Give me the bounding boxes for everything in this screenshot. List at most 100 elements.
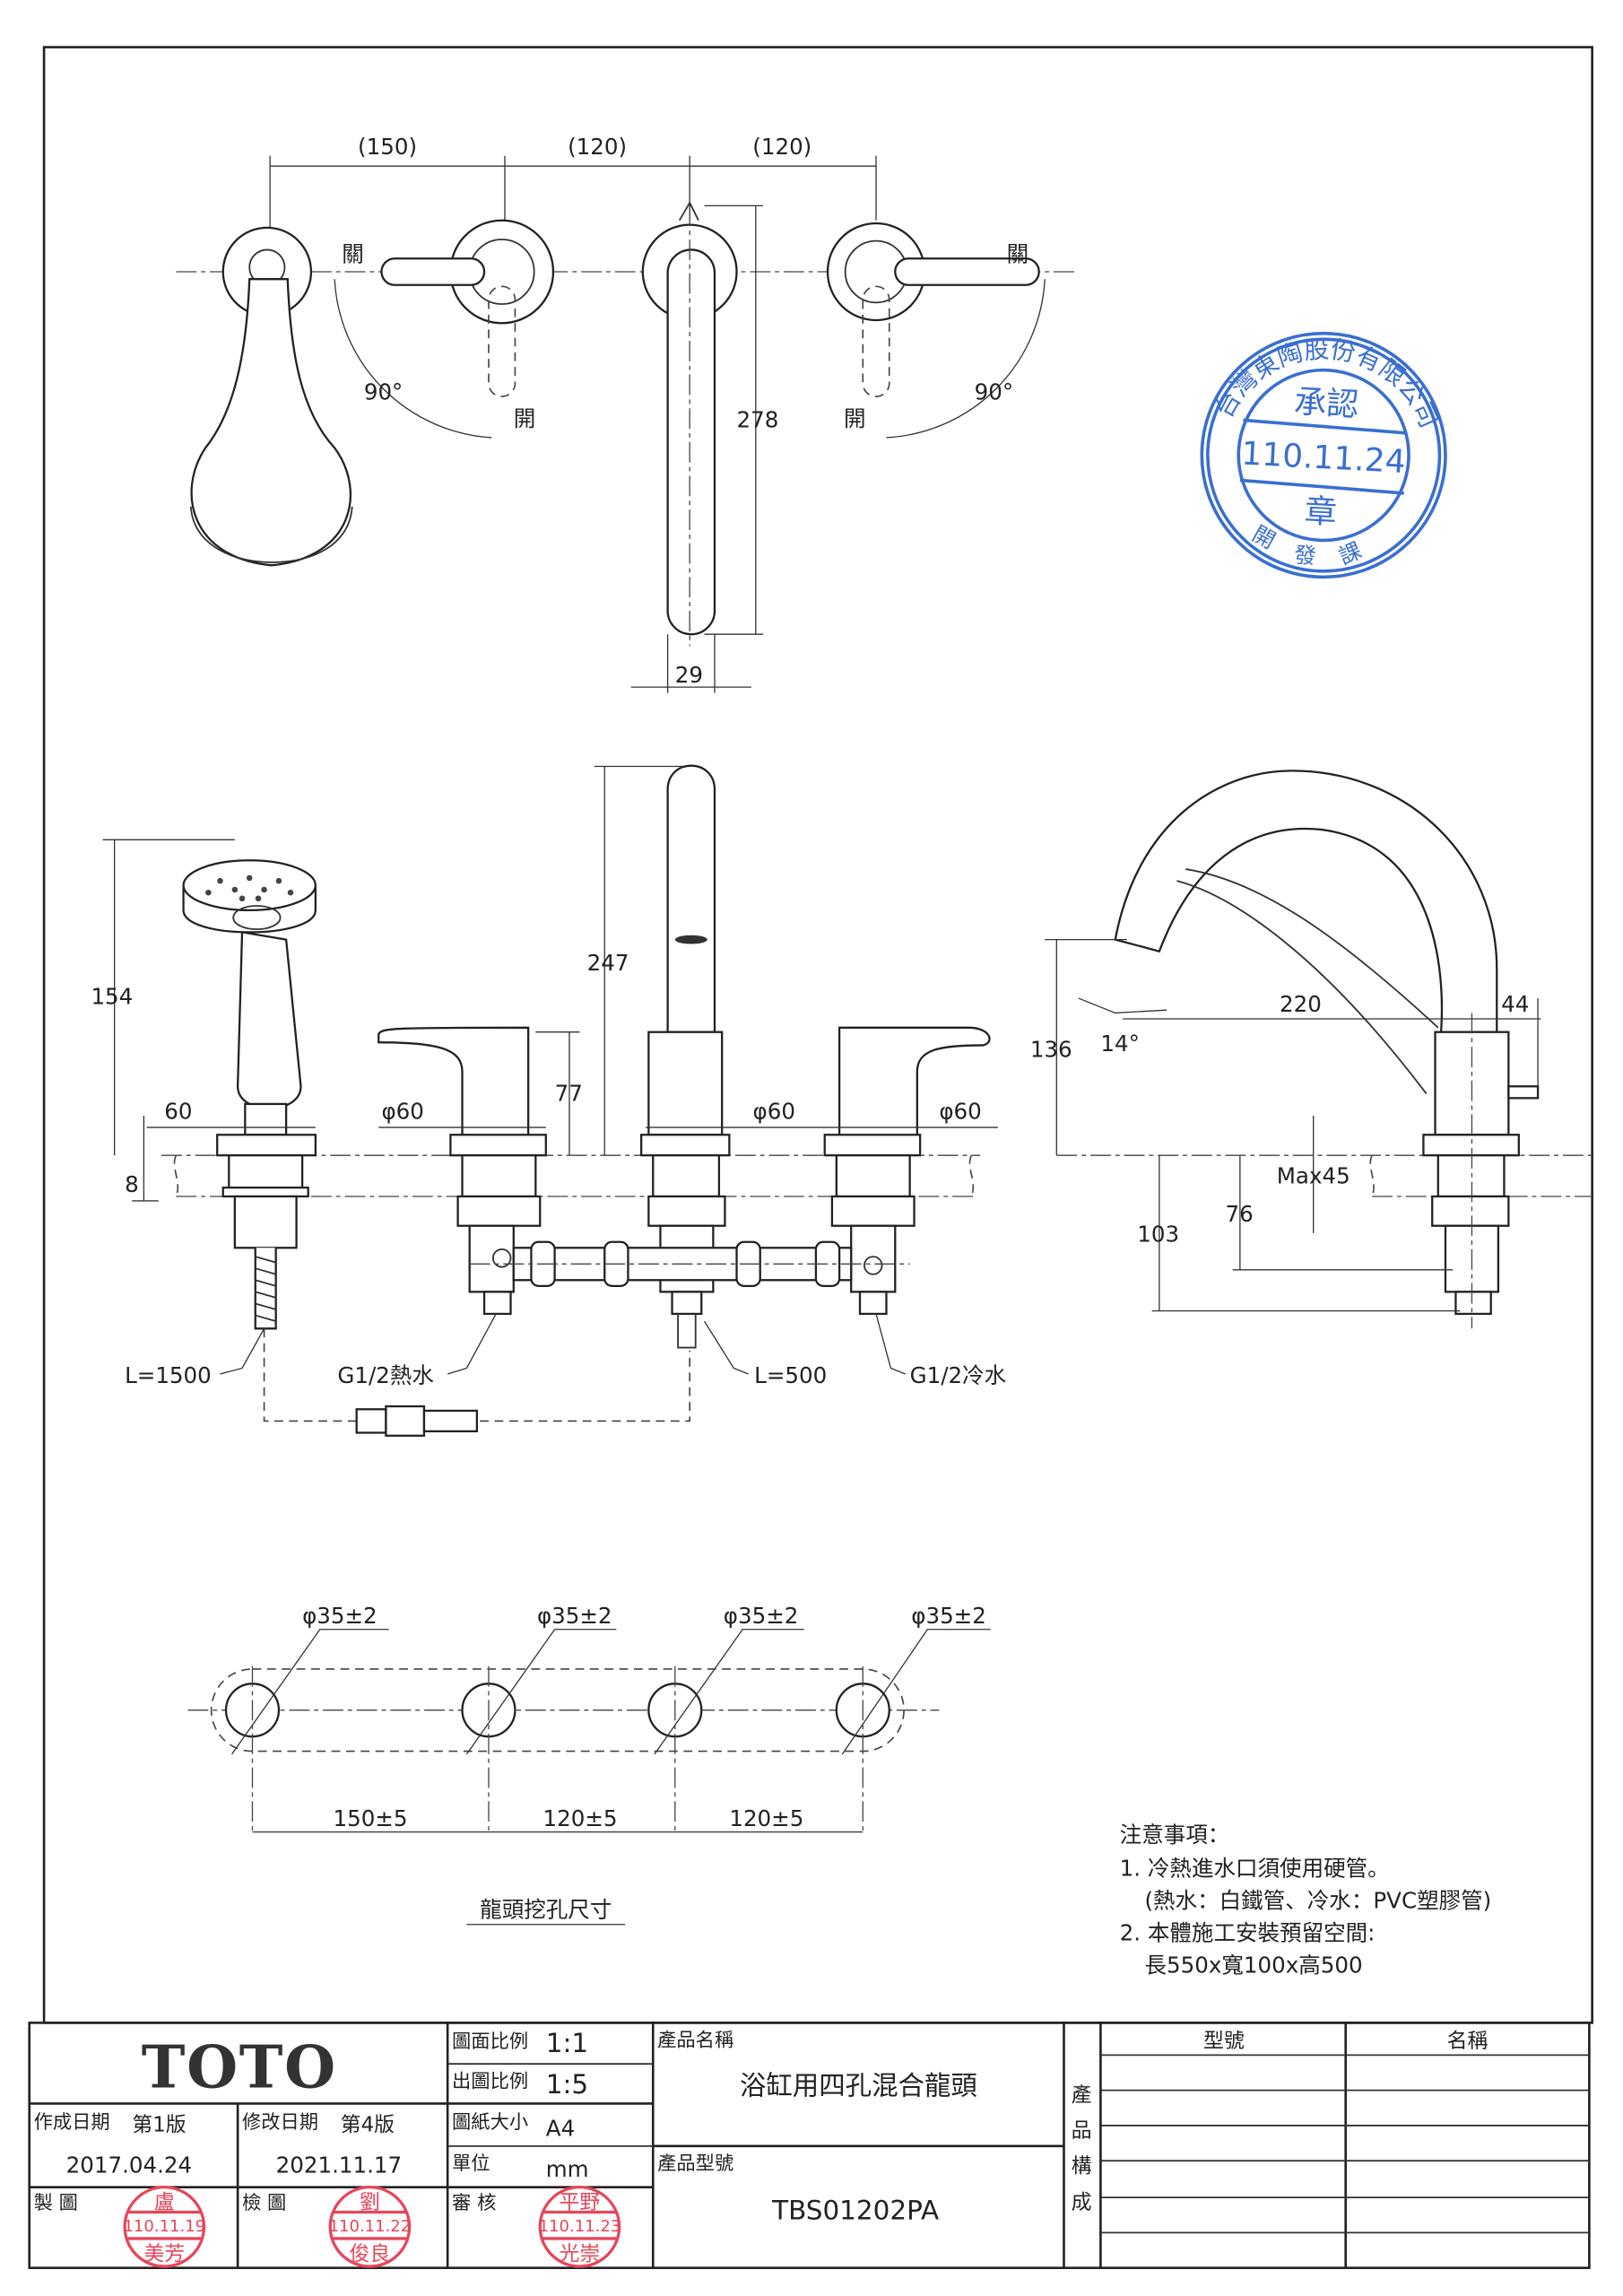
dim-side-max45: Max45 <box>1277 1162 1350 1188</box>
stamp-approved: 平野 110.11.23 光崇 <box>538 2186 621 2268</box>
hole-spacing-1: 150±5 <box>333 1805 407 1831</box>
scale-value: 1:1 <box>546 2028 588 2058</box>
label-angle-left: 90° <box>364 378 403 404</box>
revised-edition: 第4版 <box>341 2113 395 2136</box>
stamp-drawn-date: 110.11.19 <box>123 2217 205 2236</box>
dim-side-76: 76 <box>1226 1201 1254 1227</box>
label-hot-inlet: G1/2熱水 <box>337 1362 434 1388</box>
product-model-label: 產品型號 <box>657 2152 733 2175</box>
stamp-drawn-surname: 盧 <box>154 2191 175 2214</box>
created-date: 2017.04.24 <box>66 2152 192 2178</box>
hole-dia-4: φ35±2 <box>911 1603 986 1629</box>
composition-label-4: 成 <box>1072 2191 1092 2214</box>
composition-label-1: 產 <box>1072 2084 1092 2108</box>
approved-label: 審 核 <box>452 2192 496 2214</box>
hose-connector <box>355 1405 479 1437</box>
dim-top-150: (150) <box>358 134 417 160</box>
label-open-right: 開 <box>844 405 866 431</box>
hole-dia-2: φ35±2 <box>537 1603 612 1629</box>
print-scale-value: 1:5 <box>546 2069 588 2100</box>
revised-date: 2021.11.17 <box>276 2152 402 2178</box>
product-model: TBS01202PA <box>771 2196 939 2226</box>
stamp-approved: 承認 <box>1293 384 1359 424</box>
dim-side-103: 103 <box>1137 1222 1179 1248</box>
hole-spacing-3: 120±5 <box>729 1805 803 1831</box>
manifold-pipes <box>469 1240 910 1287</box>
dim-side-44: 44 <box>1501 991 1529 1017</box>
right-handle-front <box>823 1026 991 1316</box>
dim-handle-77: 77 <box>555 1081 583 1107</box>
stamp-checked-surname: 劉 <box>360 2191 380 2214</box>
label-hose-1500: L=1500 <box>125 1362 212 1388</box>
scale-label: 圖面比例 <box>452 2031 528 2053</box>
created-edition: 第1版 <box>132 2113 186 2136</box>
stamp-checked-date: 110.11.22 <box>329 2217 412 2236</box>
left-handle-top: 關 開 90° <box>334 219 555 439</box>
title-block: TOTO 圖面比例 1:1 出圖比例 1:5 圖紙大小 A4 單位 mm 審 核… <box>28 2022 1591 2269</box>
stamp-approved-name: 光崇 <box>560 2242 601 2266</box>
dim-side-220: 220 <box>1280 991 1322 1017</box>
revised-label: 修改日期 <box>242 2111 318 2134</box>
dim-side-angle: 14° <box>1100 1031 1139 1057</box>
product-name: 浴缸用四孔混合龍頭 <box>740 2071 977 2101</box>
dim-dia-right: φ60 <box>939 1098 981 1124</box>
stamp-approved-surname: 平野 <box>560 2191 601 2214</box>
left-handle-front <box>378 1026 547 1316</box>
composition-header-name: 名稱 <box>1447 2030 1488 2053</box>
dim-dia-left: φ60 <box>381 1098 423 1124</box>
hand-shower-front <box>182 859 317 1330</box>
hole-spacing-2: 120±5 <box>543 1805 618 1831</box>
label-close-left: 關 <box>342 241 364 267</box>
stamp-seal: 章 <box>1304 493 1338 532</box>
composition-label-3: 構 <box>1072 2154 1092 2178</box>
dim-spout-29: 29 <box>675 662 703 688</box>
notes: 注意事項： 1. 冷熱進水口須使用硬管。 (熱水：白鐵管、冷水：PVC塑膠管) … <box>1120 1822 1492 1979</box>
paper-size-label: 圖紙大小 <box>452 2111 528 2134</box>
notes-title: 注意事項： <box>1120 1822 1230 1848</box>
hand-shower-top <box>189 226 353 567</box>
note-line-4: 長550x寬100x高500 <box>1144 1952 1362 1979</box>
hole-plan: φ35±2 φ35±2 φ35±2 φ35±2 150±5 120±5 120±… <box>187 1603 991 1926</box>
dim-deck-8: 8 <box>125 1171 139 1197</box>
dim-spout-278: 278 <box>737 406 779 432</box>
toto-logo: TOTO <box>142 2033 337 2101</box>
dim-top-120b: (120) <box>752 134 812 160</box>
dim-hand-shower-154: 154 <box>91 984 133 1010</box>
stamp-approved-date: 110.11.23 <box>539 2217 621 2236</box>
top-view: (150) (120) (120) 關 開 90° 278 <box>176 134 1079 693</box>
stamp-date: 110.11.24 <box>1240 436 1406 482</box>
dim-dia-mid: φ60 <box>753 1098 795 1124</box>
stamp-checked-name: 俊良 <box>349 2242 390 2266</box>
label-close-right: 關 <box>1007 241 1029 267</box>
dim-base-60: 60 <box>164 1098 192 1124</box>
spout-top: 278 29 <box>630 201 779 693</box>
composition-label-2: 品 <box>1072 2119 1092 2143</box>
unit-value: mm <box>546 2156 589 2182</box>
note-line-2: (熱水：白鐵管、冷水：PVC塑膠管) <box>1144 1888 1491 1914</box>
label-angle-right: 90° <box>975 378 1013 404</box>
right-handle-top: 關 開 90° <box>826 222 1046 439</box>
print-scale-label: 出圖比例 <box>452 2070 528 2092</box>
stamp-checked: 劉 110.11.22 俊良 <box>328 2186 412 2268</box>
paper-size-value: A4 <box>546 2115 575 2141</box>
stamp-drawn-name: 美芳 <box>143 2242 185 2266</box>
label-cold-inlet: G1/2冷水 <box>910 1362 1007 1388</box>
note-line-3: 2. 本體施工安裝預留空間: <box>1120 1920 1376 1946</box>
note-line-1: 1. 冷熱進水口須使用硬管。 <box>1120 1856 1390 1882</box>
spout-front <box>640 764 731 1349</box>
composition-header-model: 型號 <box>1203 2030 1245 2053</box>
front-view: 154 60 8 φ60 77 <box>91 764 1007 1437</box>
hole-dia-3: φ35±2 <box>724 1603 799 1629</box>
dim-side-136: 136 <box>1030 1037 1072 1063</box>
hole-plan-caption: 龍頭挖孔尺寸 <box>480 1897 612 1923</box>
hole-dia-1: φ35±2 <box>302 1603 378 1629</box>
dim-spout-247: 247 <box>587 950 629 976</box>
label-outlet-500: L=500 <box>754 1362 827 1388</box>
unit-label: 單位 <box>452 2152 490 2175</box>
drawn-label: 製 圖 <box>34 2192 78 2214</box>
label-open-left: 開 <box>514 405 536 431</box>
dim-top-120a: (120) <box>568 134 627 160</box>
stamp-drawn: 盧 110.11.19 美芳 <box>123 2186 206 2268</box>
checked-label: 檢 圖 <box>242 2192 286 2214</box>
